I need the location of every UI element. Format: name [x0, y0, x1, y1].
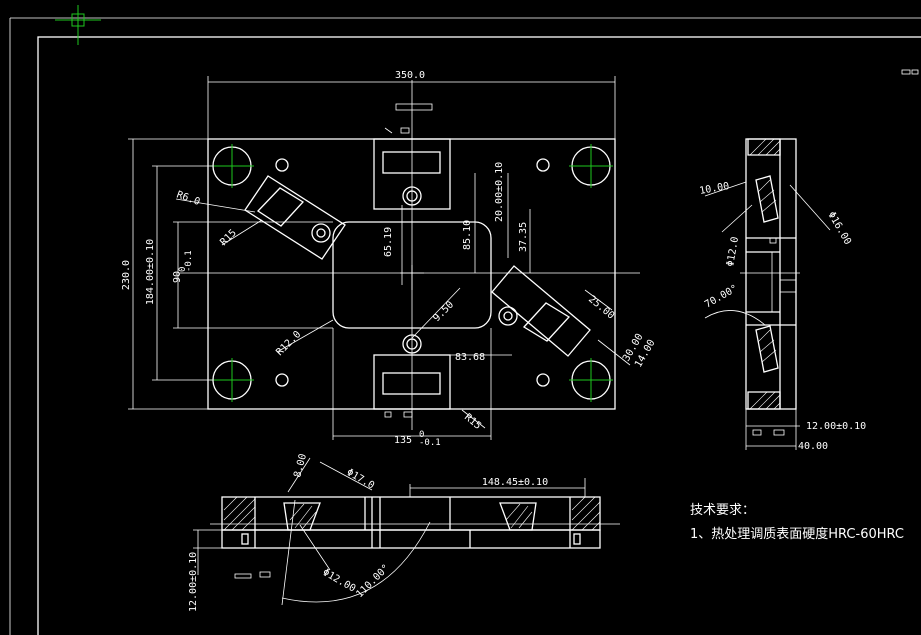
dim-slot-offset-65: 65.19 [383, 227, 394, 257]
dim-pocket-height-tol-lower: -0.1 [184, 250, 194, 272]
dim-slot-20: 20.00±0.10 [494, 162, 505, 222]
side-hatch-bottom [747, 325, 781, 410]
section-view: 8.00 Φ17.0 148.45±0.10 Φ12.00 110.00° 12… [188, 453, 620, 612]
dim-slot-offset-85: 85.10 [462, 220, 473, 250]
dim-8368: 83.68 [455, 352, 485, 363]
dim-pocket-width-tol-upper: 0 [419, 430, 424, 440]
notes-item-1: 1、热处理调质表面硬度HRC-60HRC [690, 526, 904, 542]
guide-hole-bl-icon [210, 358, 254, 402]
technical-notes: 技术要求： 1、热处理调质表面硬度HRC-60HRC [690, 503, 904, 542]
dim-section-dia12: Φ12.00 [321, 567, 358, 595]
side-hatch-top [747, 138, 781, 244]
dim-section-angle110: 110.00° [354, 563, 392, 601]
section-hatch-right [499, 496, 601, 531]
dim-section-14845: 148.45±0.10 [482, 477, 548, 488]
dim-pocket-width: 135 [394, 435, 412, 446]
dim-pocket-height-tol-upper: 0 [178, 267, 188, 272]
guide-hole-tr-icon [569, 144, 613, 188]
guide-hole-tl-icon [210, 144, 254, 188]
dim-side-40: 40.00 [798, 441, 828, 452]
dim-hole-span: 184.00±0.10 [145, 239, 156, 305]
dim-side-10: 10.00 [699, 181, 731, 197]
side-view: 10.00 Φ16.00 Φ12.0 70.00° 12.00±0.10 40.… [699, 138, 866, 452]
dim-radius-r60: R6.0 [175, 189, 201, 208]
dim-pocket-width-tol-lower: -0.1 [419, 438, 441, 448]
dim-angle-950: 9.50 [431, 299, 456, 324]
ucs-crosshair-icon [55, 5, 101, 45]
dim-side-dia12: Φ12.0 [725, 236, 741, 268]
notes-title: 技术要求： [690, 503, 755, 518]
dim-radius-r120: R12.0 [274, 329, 303, 358]
dim-section-dia17: Φ17.0 [345, 467, 377, 492]
plan-view: 350.0 230.0 184.00±0.10 90 0 -0.1 135 0 … [121, 70, 658, 448]
central-pocket [332, 221, 492, 329]
guide-hole-br-icon [569, 358, 613, 402]
screw-hole-icon [275, 158, 550, 387]
top-slot [373, 138, 451, 210]
slide-upper-left [244, 175, 346, 260]
dim-radius-r15-upper: R15 [218, 228, 239, 249]
dim-overall-height: 230.0 [121, 260, 132, 290]
section-hatch-left [223, 496, 321, 531]
dim-slide-25: 25.00 [586, 294, 616, 322]
dim-radius-r15-lower: R15 [462, 412, 483, 432]
slide-lower-right [491, 265, 591, 357]
dim-side-dia16: Φ16.00 [825, 210, 853, 247]
dim-side-angle70: 70.00° [703, 283, 740, 311]
dim-slot-37: 37.35 [518, 222, 529, 252]
dim-section-8: 8.00 [292, 453, 309, 479]
dim-side-12: 12.00±0.10 [806, 421, 866, 432]
plate-outline [207, 138, 616, 410]
viewport-marker-icon [901, 69, 919, 75]
dim-overall-width: 350.0 [395, 70, 425, 81]
dim-section-12: 12.00±0.10 [188, 552, 199, 612]
drawing-frame [9, 17, 921, 635]
dim-pocket-height: 90 [172, 271, 183, 283]
